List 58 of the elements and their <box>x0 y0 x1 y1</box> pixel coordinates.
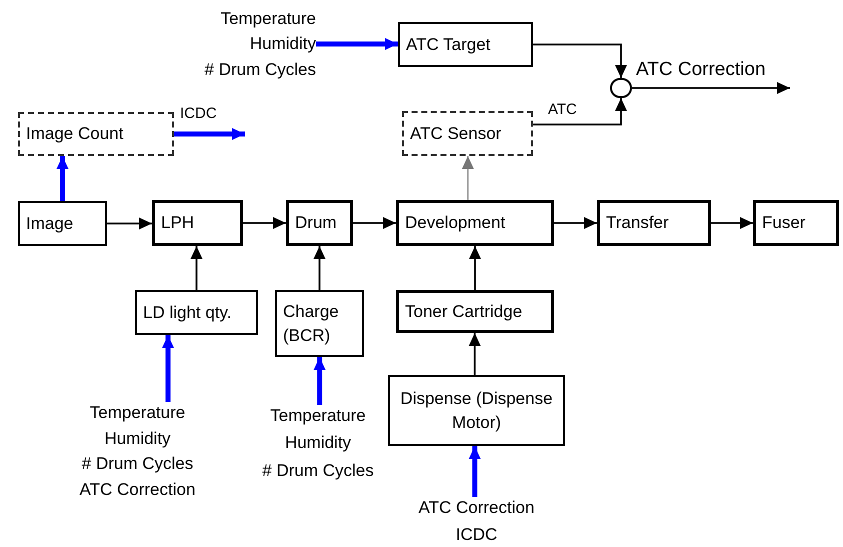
box-label: ATC Sensor <box>410 122 502 145</box>
arrow <box>353 217 396 229</box>
box-label: Development <box>405 212 506 234</box>
process-box <box>18 201 107 246</box>
process-box <box>753 200 839 246</box>
arrow <box>533 98 627 126</box>
arrow <box>711 217 753 229</box>
process-box <box>152 200 243 246</box>
parameter-label: Humidity <box>250 33 316 55</box>
box-label: ATC Target <box>406 34 490 56</box>
arrow <box>533 44 627 78</box>
arrow <box>107 218 152 230</box>
box-label: Charge (BCR) <box>283 301 340 346</box>
arrow <box>462 156 474 200</box>
process-box <box>396 200 554 246</box>
process-box <box>135 290 258 335</box>
arrow <box>632 82 790 94</box>
box-label: LD light qty. <box>143 302 232 324</box>
parameter-label: # Drum Cycles <box>204 58 316 80</box>
parameter-label: Humidity <box>284 432 352 454</box>
parameter-label: Temperature <box>90 402 186 424</box>
arrow <box>314 357 326 405</box>
process-box <box>396 290 554 333</box>
arrow <box>190 246 202 290</box>
box-label: LPH <box>161 212 194 234</box>
process-box <box>398 22 533 67</box>
arrow <box>468 446 481 497</box>
process-box <box>18 112 174 156</box>
parameter-label: Temperature <box>270 405 366 426</box>
parameter-label: # Drum Cycles <box>82 453 194 474</box>
arrow <box>468 333 481 375</box>
box-label: Dispense (Dispense Motor) <box>399 388 554 434</box>
parameter-label: ATC Correction <box>418 497 534 518</box>
parameter-label: Temperature <box>220 8 316 30</box>
box-label: Image <box>26 212 74 235</box>
process-box <box>597 200 711 246</box>
summing-junction <box>610 78 632 98</box>
process-box <box>388 375 565 446</box>
arrow <box>174 128 245 140</box>
box-label: Toner Cartridge <box>405 300 522 323</box>
process-box <box>275 290 364 357</box>
parameter-label: # Drum Cycles <box>262 460 374 481</box>
parameter-label: ICDC <box>456 524 498 545</box>
box-label: Fuser <box>762 212 806 234</box>
arrow <box>56 156 68 201</box>
arrow <box>469 246 481 290</box>
arrow <box>554 217 597 229</box>
arrow <box>243 217 286 229</box>
box-label: Transfer <box>606 212 669 234</box>
box-label: Image Count <box>26 123 124 146</box>
process-box <box>286 200 353 246</box>
parameter-label: ATC Correction <box>80 478 196 500</box>
box-label: Drum <box>295 212 337 234</box>
parameter-label: Humidity <box>104 428 171 449</box>
arrow <box>162 335 174 402</box>
arrow <box>314 246 326 290</box>
arrow <box>316 38 398 50</box>
process-box <box>402 111 533 156</box>
